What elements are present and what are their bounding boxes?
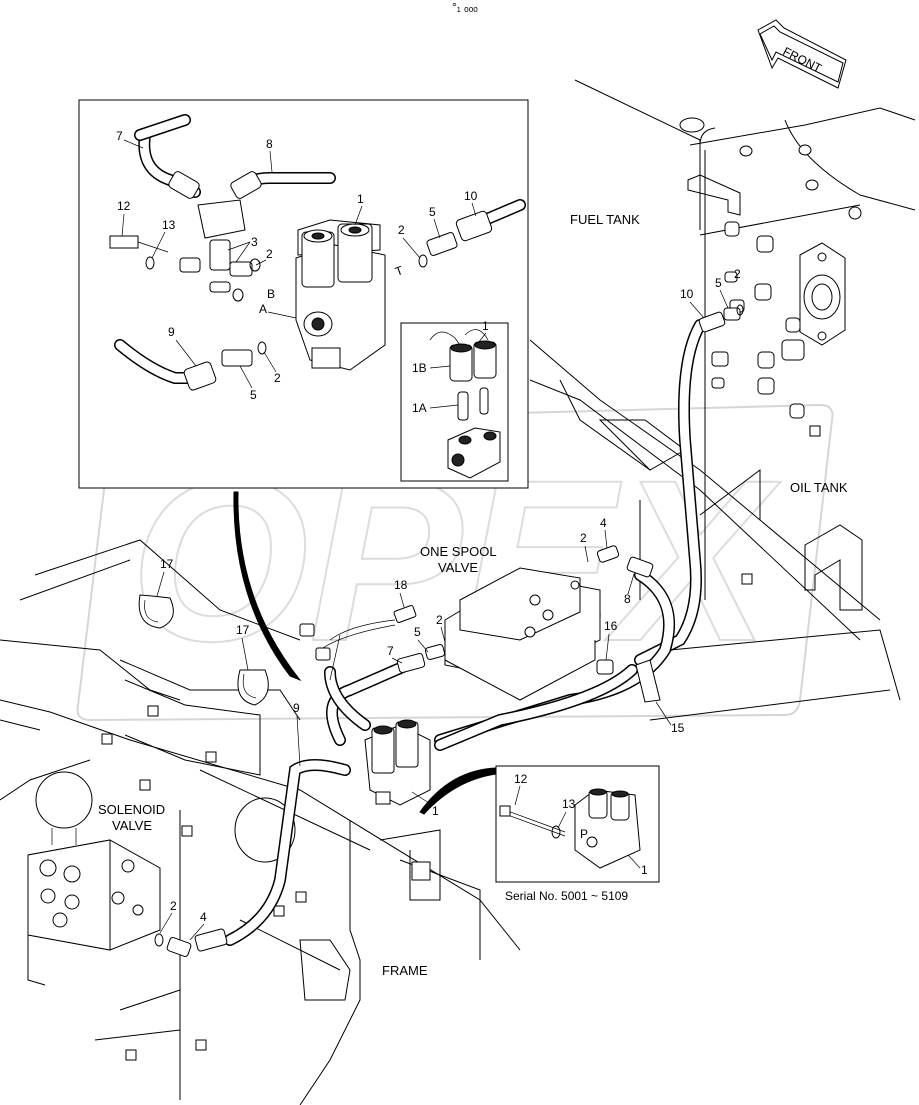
callout-18: 18 xyxy=(394,578,408,592)
cap-top xyxy=(679,117,705,133)
callout-2-tank: 2 xyxy=(436,613,443,627)
port-letter-a: A xyxy=(259,302,267,316)
callout-2-solenoid: 2 xyxy=(170,899,177,913)
label-frame: FRAME xyxy=(382,963,428,978)
one-spool-valve xyxy=(444,567,614,701)
solenoid-valve-block xyxy=(27,771,161,986)
pointer-arrow-inset xyxy=(233,491,302,682)
label-solenoid-line1: SOLENOID xyxy=(98,802,165,817)
callout-17-lower: 17 xyxy=(236,623,250,637)
callout-1: 1 xyxy=(432,804,439,818)
inset-solenoid-valve xyxy=(295,219,386,371)
inset-callout-12: 12 xyxy=(117,199,131,213)
label-fuel-tank: FUEL TANK xyxy=(570,212,640,227)
inset-callout-9: 9 xyxy=(168,325,175,339)
clamp-17-lower xyxy=(237,669,269,706)
label-one-spool-line2: VALVE xyxy=(438,560,478,575)
inset-callout-2d: 2 xyxy=(734,267,741,281)
fitting-7 xyxy=(396,653,426,673)
inset-callout-3: 3 xyxy=(251,235,258,249)
front-direction-arrow: FRONT xyxy=(757,19,847,89)
serial-callout-12: 12 xyxy=(514,772,528,786)
tank-flange xyxy=(799,242,846,346)
callout-4-solenoid: 4 xyxy=(200,910,207,924)
callout-8: 8 xyxy=(624,592,631,606)
fitting-16 xyxy=(596,659,614,675)
cap-right-3 xyxy=(848,206,862,220)
top-small-mark: °₁ ₒₒₒ xyxy=(452,0,478,14)
machine-outline xyxy=(0,79,916,1105)
fitting-4-bottom xyxy=(166,937,192,957)
inset-callout-2a: 2 xyxy=(398,223,405,237)
callout-10: 10 xyxy=(680,287,694,301)
inset-callout-2b: 2 xyxy=(266,247,273,261)
callout-5-tank: 5 xyxy=(715,276,722,290)
label-oil-tank: OIL TANK xyxy=(790,480,848,495)
wire-harness-18 xyxy=(299,605,417,681)
callout-16: 16 xyxy=(604,619,618,633)
inset-callout-1: 1 xyxy=(357,192,364,206)
callout-2-spool: 2 xyxy=(580,531,587,545)
callout-7: 7 xyxy=(387,644,394,658)
fitting-10 xyxy=(698,311,726,333)
detail-inset xyxy=(78,99,529,489)
port-letter-p: P xyxy=(580,827,588,841)
sub-callout-1: 1 xyxy=(482,319,489,333)
inset-callout-5a: 5 xyxy=(429,205,436,219)
serial-inset-caption: Serial No. 5001 ~ 5109 xyxy=(505,889,628,903)
fitting-4-top xyxy=(596,545,620,563)
callout-5-valve: 5 xyxy=(414,625,421,639)
inset-callout-5b: 5 xyxy=(250,388,257,402)
inset-callout-8: 8 xyxy=(266,137,273,151)
fitting-8 xyxy=(626,556,654,578)
callout-17-upper: 17 xyxy=(160,557,174,571)
fitting-5-tank xyxy=(723,307,741,321)
callout-9: 9 xyxy=(293,701,300,715)
inset-callout-10: 10 xyxy=(464,189,478,203)
cap-right xyxy=(798,144,812,156)
cap-right-2 xyxy=(805,179,819,191)
inset-callouts: 1 2 2 2 2 3 5 5 7 8 9 10 12 13 A B T 1 1… xyxy=(116,129,741,415)
clamp-15 xyxy=(635,659,661,703)
sub-callout-1b: 1B xyxy=(412,361,427,375)
serial-callout-1: 1 xyxy=(641,863,648,877)
serial-inset: Serial No. 5001 ~ 5109 12 13 1 P xyxy=(495,765,660,903)
label-one-spool-line1: ONE SPOOL xyxy=(420,544,497,559)
pointer-arrow-serial xyxy=(419,767,497,815)
main-callouts: 1 2 2 2 4 4 5 5 7 8 9 10 15 16 17 17 18 … xyxy=(156,276,729,941)
inset-callout-2c: 2 xyxy=(274,371,281,385)
port-letter-b: B xyxy=(267,287,275,301)
main-solenoid-valve xyxy=(364,719,431,806)
sub-inset xyxy=(400,322,509,482)
serial-callout-13: 13 xyxy=(562,797,576,811)
label-solenoid-line2: VALVE xyxy=(112,818,152,833)
fitting-5-main xyxy=(424,644,446,660)
callout-15: 15 xyxy=(671,721,685,735)
inset-callout-13: 13 xyxy=(162,218,176,232)
clamp-17-upper xyxy=(138,594,174,629)
front-label: FRONT xyxy=(781,44,825,76)
tank-fittings xyxy=(711,221,821,585)
sub-callout-1a: 1A xyxy=(412,401,427,415)
callout-4-spool: 4 xyxy=(600,516,607,530)
inset-callout-7: 7 xyxy=(116,129,123,143)
